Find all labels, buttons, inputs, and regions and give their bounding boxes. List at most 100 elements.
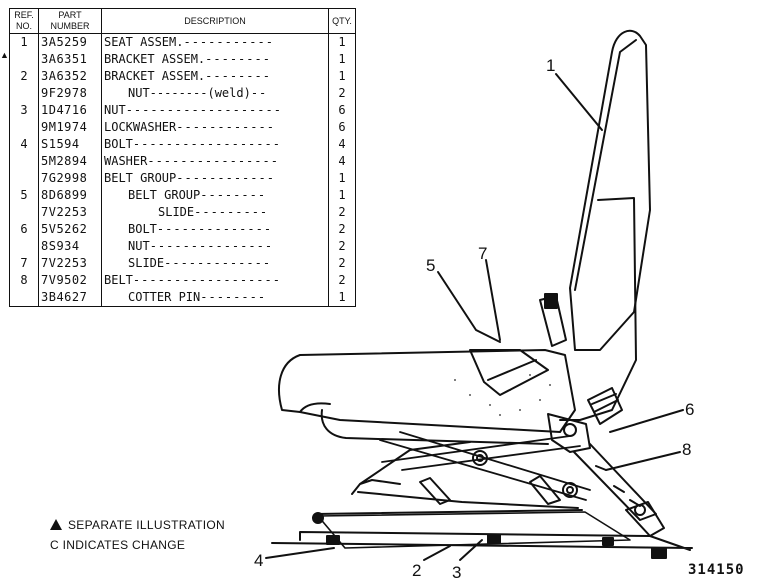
row-ref: 8: [9, 272, 39, 289]
dot-leader: --: [250, 86, 268, 100]
row-ref: 5: [9, 187, 39, 204]
description-text: SLIDE: [128, 256, 165, 270]
row-ref: 1: [9, 33, 39, 51]
description-text: SLIDE: [158, 205, 195, 219]
row-description: BELT GROUP------------: [101, 170, 329, 187]
dot-leader: --------: [205, 69, 271, 83]
row-ref: [9, 204, 39, 221]
row-qty: 6: [328, 102, 356, 119]
row-part-number: 9F2978: [38, 85, 102, 102]
row-description: NUT-------------------: [101, 102, 329, 119]
row-part-number: S1594: [38, 136, 102, 153]
recline-knob-icon: [587, 387, 623, 425]
belt-slide: [469, 349, 549, 396]
legend-separate-illustration: SEPARATE ILLUSTRATION: [68, 518, 225, 532]
row-part-number: 7V2253: [38, 204, 102, 221]
lap-belt: [573, 443, 657, 521]
header-qty: QTY.: [328, 8, 356, 34]
separate-illustration-marker-icon: ▲: [0, 50, 9, 60]
row-qty: 2: [328, 272, 356, 289]
description-text: BELT GROUP: [104, 171, 177, 185]
row-qty: 2: [328, 255, 356, 272]
base-plate: [317, 511, 631, 549]
figure-number: 314150: [688, 562, 745, 578]
description-text: NUT--------(weld): [128, 86, 251, 100]
seat-cushion: [278, 349, 576, 433]
row-qty: 1: [328, 68, 356, 85]
callout-5: 5: [426, 256, 436, 275]
dot-leader: ---------------: [149, 239, 274, 253]
row-ref: [9, 238, 39, 255]
row-part-number: 7G2998: [38, 170, 102, 187]
row-part-number: 5V5262: [38, 221, 102, 238]
description-text: BOLT: [128, 222, 157, 236]
row-part-number: 7V9502: [38, 272, 102, 289]
row-part-number: 8S934: [38, 238, 102, 255]
row-description: WASHER----------------: [101, 153, 329, 170]
row-ref: [9, 153, 39, 170]
row-description: BELT------------------: [101, 272, 329, 289]
row-part-number: 3A6351: [38, 51, 102, 68]
dot-leader: -----------: [183, 35, 274, 49]
description-text: SEAT ASSEM.: [104, 35, 184, 49]
row-qty: 2: [328, 221, 356, 238]
legend-change: C INDICATES CHANGE: [50, 538, 186, 552]
row-part-number: 3B4627: [38, 289, 102, 307]
dot-leader: -------------------: [125, 103, 282, 117]
row-part-number: 7V2253: [38, 255, 102, 272]
description-text: COTTER PIN: [128, 290, 201, 304]
description-text: BELT: [104, 273, 133, 287]
description-text: BRACKET ASSEM.: [104, 52, 206, 66]
row-description: BELT GROUP--------: [101, 187, 329, 204]
callout-6: 6: [685, 400, 695, 419]
row-qty: 4: [328, 153, 356, 170]
row-part-number: 1D4716: [38, 102, 102, 119]
row-description: SLIDE-------------: [101, 255, 329, 272]
dot-leader: --------: [200, 290, 267, 304]
row-part-number: 5M2894: [38, 153, 102, 170]
header-description: DESCRIPTION: [101, 8, 329, 34]
scissor-frame: [351, 441, 579, 509]
row-description: BRACKET ASSEM.--------: [101, 51, 329, 68]
row-ref: [9, 51, 39, 68]
row-description: SEAT ASSEM.-----------: [101, 33, 329, 51]
callout-8: 8: [682, 440, 692, 459]
row-description: LOCKWASHER------------: [101, 119, 329, 136]
side-bracket: [547, 413, 591, 453]
row-part-number: 3A5259: [38, 33, 102, 51]
header-ref: REF. NO.: [9, 8, 39, 34]
dot-leader: ---------: [194, 205, 269, 219]
row-ref: [9, 85, 39, 102]
dot-leader: --------------: [156, 222, 273, 236]
callout-3: 3: [452, 563, 462, 582]
row-ref: 4: [9, 136, 39, 153]
dot-leader: ------------------: [132, 273, 281, 287]
seat-back: [569, 29, 651, 351]
row-ref: 3: [9, 102, 39, 119]
row-description: NUT---------------: [101, 238, 329, 255]
row-description: BOLT--------------: [101, 221, 329, 238]
row-part-number: 3A6352: [38, 68, 102, 85]
row-qty: 2: [328, 238, 356, 255]
row-qty: 4: [328, 136, 356, 153]
callout-2: 2: [412, 561, 422, 580]
row-qty: 6: [328, 119, 356, 136]
description-text: WASHER: [104, 154, 148, 168]
row-description: NUT--------(weld)--: [101, 85, 329, 102]
dot-leader: -------------: [164, 256, 272, 270]
row-qty: 1: [328, 33, 356, 51]
dot-leader: ------------------: [132, 137, 281, 151]
description-text: NUT: [104, 103, 126, 117]
